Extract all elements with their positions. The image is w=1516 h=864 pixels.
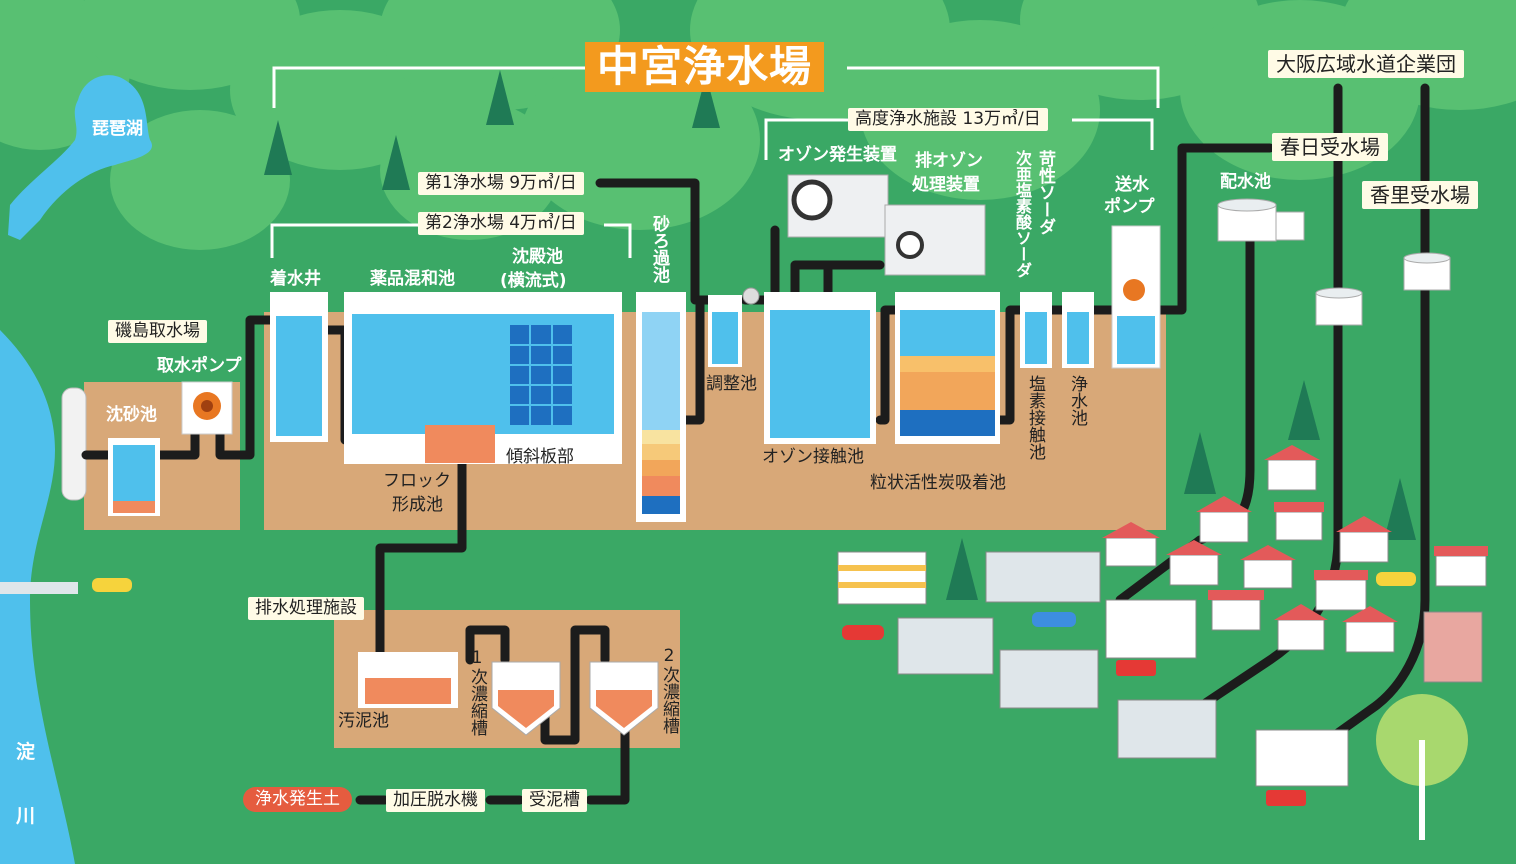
distribution-tank-icon [1217, 198, 1305, 242]
plant-2-label: 第2浄水場 4万㎥/日 [418, 212, 584, 235]
kasuga-tank-icon [1315, 287, 1363, 326]
gac-label: 粒状活性炭吸着池 [870, 473, 1006, 493]
osaka-label: 大阪広域水道企業団 [1268, 50, 1464, 78]
cars [92, 572, 1416, 806]
wastewater-label: 排水処理施設 [248, 597, 364, 620]
chlorine-contact-label: 塩素接触池 [1025, 375, 1045, 460]
inclined-plate-label: 傾斜板部 [506, 447, 574, 467]
lake-biwa [8, 75, 152, 241]
sand-basin-label: 沈砂池 [106, 405, 157, 425]
sedimentation-label-2: (横流式) [500, 271, 567, 291]
caustic-soda-label: 苛性ソーダ [1035, 150, 1055, 235]
soil-label: 浄水発生土 [243, 787, 352, 812]
valve-icon [742, 287, 760, 305]
sedimentation-label-1: 沈殿池 [512, 247, 563, 267]
advanced-plant-label: 高度浄水施設 13万㎥/日 [848, 108, 1048, 131]
brackets [270, 66, 1160, 258]
exhaust-ozone-label-2: 処理装置 [912, 175, 980, 195]
buildings [837, 551, 1483, 787]
kori-tank-icon [1403, 252, 1451, 291]
inclined-plate-icon [510, 325, 572, 425]
sludge-pond-label: 汚泥池 [338, 711, 389, 731]
intake-station-label: 磯島取水場 [108, 320, 207, 343]
receive-tank-label: 受泥槽 [522, 789, 587, 812]
thickener-1-label: 1次濃縮槽 [467, 648, 487, 736]
floc-tank [425, 425, 495, 463]
intake-pump-label: 取水ポンプ [157, 356, 242, 376]
hypochlorite-label: 次亜塩素酸ソーダ [1013, 150, 1032, 278]
trees [264, 70, 1416, 600]
sand-filter-label: 砂ろ過池 [649, 215, 669, 283]
exhaust-ozone-label-1: 排オゾン [915, 151, 983, 171]
kasuga-label: 春日受水場 [1272, 133, 1388, 161]
chemical-mixing-label: 薬品混和池 [370, 269, 455, 289]
floc-label-2: 形成池 [392, 495, 443, 515]
send-pump-icon [1123, 279, 1145, 301]
lake-label: 琵琶湖 [92, 119, 143, 139]
receiving-well-label: 着水井 [270, 269, 321, 289]
floc-label-1: フロック [383, 471, 451, 491]
thickener-2-label: 2次濃縮槽 [659, 646, 679, 734]
page-title: 中宮浄水場 [585, 42, 825, 93]
river-label-1: 淀 [16, 741, 36, 763]
kori-label: 香里受水場 [1362, 181, 1478, 209]
dewater-label: 加圧脱水機 [386, 789, 485, 812]
send-pump-label-1: 送水 [1115, 175, 1149, 195]
ozone-gen-label: オゾン発生装置 [778, 145, 897, 165]
houses [1102, 445, 1488, 653]
plant-1-label: 第1浄水場 9万㎥/日 [418, 172, 584, 195]
clear-well-label: 浄水池 [1067, 375, 1087, 426]
river-label-2: 川 [16, 805, 36, 827]
river-yodo [0, 330, 75, 864]
bridge [0, 582, 78, 594]
send-pump-label-2: ポンプ [1104, 197, 1155, 217]
intake-tower [61, 387, 87, 501]
ozone-contact-label: オゾン接触池 [762, 447, 864, 467]
distribution-label: 配水池 [1220, 172, 1271, 192]
adjust-pond-label: 調整池 [706, 374, 757, 394]
